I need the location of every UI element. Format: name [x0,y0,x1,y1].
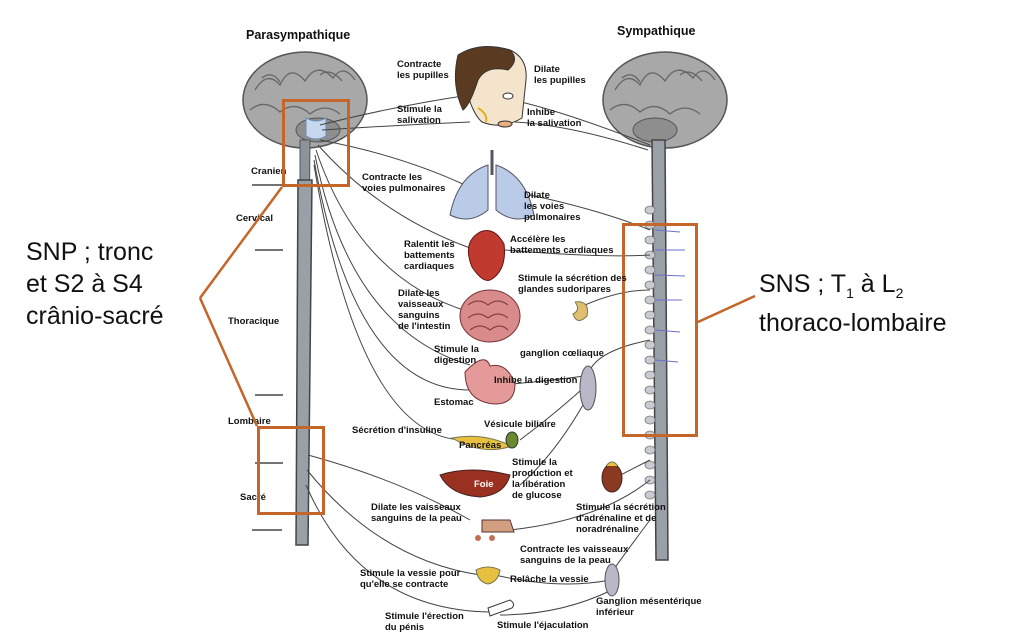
label-inhibe-salivation: Inhibe la salivation [527,107,582,129]
region-lombaire: Lombaire [228,416,271,427]
label-dilate-pupilles: Dilate les pupilles [534,64,586,86]
label-vesicule: Vésicule biliaire [484,419,556,430]
region-thoracique: Thoracique [228,316,280,327]
liver-icon [439,469,511,498]
label-glucose: Stimule la production et la libération d… [512,457,573,501]
label-foie: Foie [474,479,494,490]
label-contracte-voies: Contracte les voies pulmonaires [362,172,446,194]
label-ejaculation: Stimule l'éjaculation [497,620,589,631]
label-dilate-peau: Dilate les vaisseaux sanguins de la peau [371,502,462,524]
label-relache-vessie: Relâche la vessie [510,574,589,585]
region-sacre: Sacré [240,492,266,503]
label-erection: Stimule l'érection du pénis [385,611,464,633]
region-cervical: Cervical [236,213,273,224]
right-spinal-cord [644,139,686,561]
label-secretion-insuline: Sécrétion d'insuline [352,425,442,436]
label-accelere: Accélère les battements cardiaques [510,234,614,256]
sympathetic-header: Sympathique [617,24,696,38]
penis-icon [487,599,515,617]
label-secretion-glandes: Stimule la sécrétion des glandes sudorip… [518,273,627,295]
left-spinal-cord [295,139,313,546]
region-ticks [252,184,283,531]
sns-annotation-line1: SNS ; T1 à L2 [759,270,904,301]
label-dilate-vaisseaux-intestin: Dilate les vaisseaux sanguins de l'intes… [398,288,451,332]
cranial-highlight-box [282,99,350,187]
head-face [454,45,527,128]
snp-annotation: SNP ; tronc et S2 à S4 crânio-sacré [26,238,164,330]
bladder-icon [475,566,501,585]
sns-annotation-line2: thoraco-lombaire [759,309,947,337]
label-ganglion-mesenterique: Ganglion mésentérique inférieur [596,596,702,618]
label-ralentit: Ralentit les battements cardiaques [404,239,455,272]
label-inhibe-digestion: Inhibe la digestion [494,375,578,386]
nerve-pathways [305,94,651,616]
ganglion-icon [579,365,620,597]
label-pancreas: Pancréas [459,440,502,451]
thoraco-lumbar-highlight-box [622,223,698,437]
adrenal-icon [601,461,623,493]
region-cranien: Cranien [251,166,287,177]
label-contracte-pupilles: Contracte les pupilles [397,59,449,81]
label-ganglion-coeliaque: ganglion cœliaque [520,348,604,359]
sacral-highlight-box [257,426,325,515]
right-brain [602,51,728,149]
intestine-icon [459,289,521,343]
label-dilate-voies: Dilate les voies pulmonaires [524,190,581,223]
heart-icon [467,230,505,281]
label-contracte-peau: Contracte les vaisseaux sanguins de la p… [520,544,629,566]
lungs-icon [449,150,535,220]
skin-icon [475,519,515,541]
label-vessie-contracte: Stimule la vessie pour qu'elle se contra… [360,568,461,590]
parasympathetic-header: Parasympathique [246,28,351,42]
stomach-icon [464,359,516,405]
pancreas-icon [450,431,519,451]
gland-icon [572,301,588,321]
label-stimule-salivation: Stimule la salivation [397,104,442,126]
label-estomac: Estomac [434,397,474,408]
label-adrenaline: Stimule la sécrétion d'adrénaline et de … [576,502,666,535]
label-stimule-digestion: Stimule la digestion [434,344,479,366]
